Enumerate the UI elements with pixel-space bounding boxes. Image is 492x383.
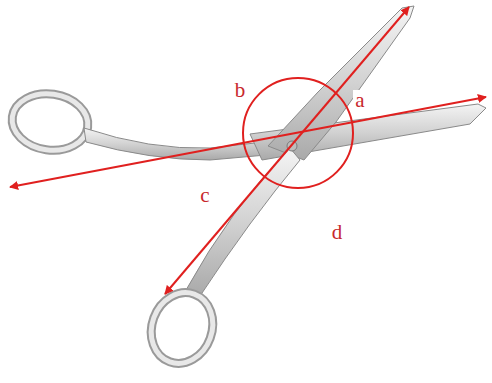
angle-label: d xyxy=(330,222,345,243)
angle-line xyxy=(165,7,409,294)
scissor-half xyxy=(141,6,414,372)
angle-label: c xyxy=(198,185,211,206)
angle-label: b xyxy=(233,80,248,101)
angle-label: a xyxy=(353,90,366,111)
angle-circle xyxy=(243,78,353,188)
